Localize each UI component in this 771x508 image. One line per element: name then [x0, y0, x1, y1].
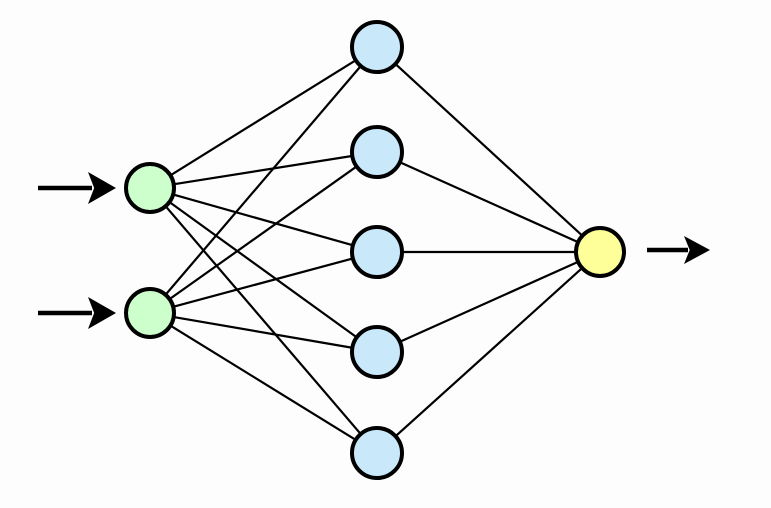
neuron-hidden-4[interactable] — [350, 325, 404, 379]
edge-i1-h3 — [170, 192, 356, 247]
neuron-input-1[interactable] — [124, 162, 176, 214]
edge-h5-o1 — [393, 265, 585, 439]
edge-i1-h5 — [163, 203, 363, 437]
neuron-circle-h5[interactable] — [350, 426, 404, 480]
input-arrow-2 — [38, 297, 116, 329]
edge-i1-h2 — [171, 154, 355, 186]
neuron-hidden-3[interactable] — [350, 225, 404, 279]
neuron-circle-i2[interactable] — [124, 287, 176, 339]
input-arrow-1 — [38, 172, 116, 204]
input-arrow-2-head — [88, 297, 116, 329]
neuron-circle-i1[interactable] — [124, 162, 176, 214]
neuron-hidden-1[interactable] — [350, 20, 404, 74]
io-arrows-group — [38, 172, 710, 329]
neuron-circle-h3[interactable] — [350, 225, 404, 279]
edge-i2-h5 — [168, 323, 359, 442]
neuron-hidden-2[interactable] — [350, 125, 404, 179]
edge-h1-o1 — [393, 61, 585, 238]
neuron-hidden-5[interactable] — [350, 426, 404, 480]
edge-i2-h4 — [171, 315, 355, 350]
edge-i2-h2 — [167, 164, 359, 302]
neuron-circle-o1[interactable] — [574, 226, 626, 278]
edge-i2-h1 — [163, 63, 363, 297]
neuron-circle-h2[interactable] — [350, 125, 404, 179]
neuron-circle-h1[interactable] — [350, 20, 404, 74]
edge-h2-o1 — [397, 160, 581, 245]
output-arrow — [647, 236, 710, 264]
neuron-nodes-group — [124, 20, 626, 480]
neuron-circle-h4[interactable] — [350, 325, 404, 379]
output-arrow-head — [684, 236, 710, 264]
input-arrow-1-head — [88, 172, 116, 204]
edge-h4-o1 — [397, 259, 581, 344]
edge-i2-h3 — [170, 256, 356, 309]
connection-edges-group — [163, 58, 585, 442]
neuron-output-1[interactable] — [574, 226, 626, 278]
edge-i1-h1 — [168, 58, 359, 178]
edge-i1-h4 — [167, 199, 360, 340]
neuron-input-2[interactable] — [124, 287, 176, 339]
